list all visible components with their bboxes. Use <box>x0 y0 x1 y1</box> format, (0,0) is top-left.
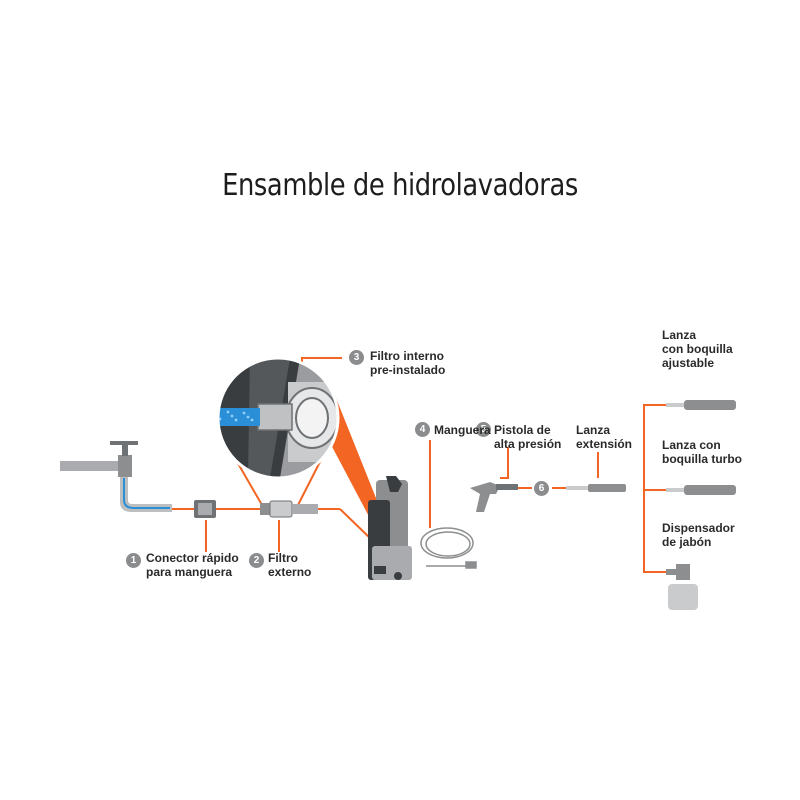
soap-dispenser <box>666 564 698 610</box>
turbo-nozzle-lance <box>666 485 736 495</box>
accessory-label-turbo-lance-line1: Lanza con <box>662 438 721 452</box>
accessory-label-turbo-lance: Lanza con boquilla turbo <box>662 438 742 466</box>
accessory-label-soap-dispenser-line2: de jabón <box>662 535 712 549</box>
water-faucet <box>60 441 172 512</box>
accessory-label-adjustable-lance-line2: con boquilla <box>662 342 733 356</box>
accessory-label-soap-dispenser-line1: Dispensador <box>662 521 735 535</box>
callout-badge-6: 6 <box>534 481 549 496</box>
accessory-label-extension-lance-line1: Lanza <box>576 423 611 437</box>
callout-badge-1: 1 <box>126 553 141 568</box>
callout-badge-5: 5 <box>476 422 491 437</box>
callout-label-4-line1: Manguera <box>434 423 491 437</box>
callout-label-5-line2: alta presión <box>494 437 562 451</box>
accessory-label-soap-dispenser: Dispensador de jabón <box>662 521 735 549</box>
extension-lance <box>566 484 626 492</box>
callout-label-1: Conector rápido para manguera <box>146 551 239 579</box>
accessory-label-extension-lance-line2: extensión <box>576 437 633 451</box>
callout-label-3-line1: Filtro interno <box>370 349 444 363</box>
callout-badge-3: 3 <box>349 350 364 365</box>
adjustable-nozzle-lance <box>666 400 736 410</box>
accessory-label-turbo-lance-line2: boquilla turbo <box>662 452 742 466</box>
callout-label-1-line2: para manguera <box>146 565 233 579</box>
callout-label-5: Pistola de alta presión <box>494 423 561 451</box>
callout-badge-4: 4 <box>415 422 430 437</box>
pressure-washer-machine <box>368 476 412 580</box>
quick-connector-part <box>194 500 216 518</box>
callout-label-2-line1: Filtro <box>268 551 298 565</box>
accessory-label-adjustable-lance: Lanza con boquilla ajustable <box>662 328 733 370</box>
spray-gun <box>470 482 518 512</box>
callout-label-3-line2: pre-instalado <box>370 363 446 377</box>
callout-label-1-line1: Conector rápido <box>146 551 239 565</box>
callout-label-5-line1: Pistola de <box>494 423 551 437</box>
callout-label-3: Filtro interno pre-instalado <box>370 349 445 377</box>
accessory-label-extension-lance: Lanza extensión <box>576 423 632 451</box>
external-filter-part <box>260 500 318 518</box>
accessory-label-adjustable-lance-line3: ajustable <box>662 356 715 370</box>
hose-coil <box>420 527 477 569</box>
callout-label-4: Manguera <box>434 423 491 437</box>
callout-badge-2: 2 <box>249 553 264 568</box>
diagram-title: Ensamble de hidrolavadoras <box>222 168 578 203</box>
internal-filter-closeup <box>216 356 340 480</box>
callout-label-2: Filtro externo <box>268 551 311 579</box>
accessory-label-adjustable-lance-line1: Lanza <box>662 328 697 342</box>
callout-label-2-line2: externo <box>268 565 312 579</box>
